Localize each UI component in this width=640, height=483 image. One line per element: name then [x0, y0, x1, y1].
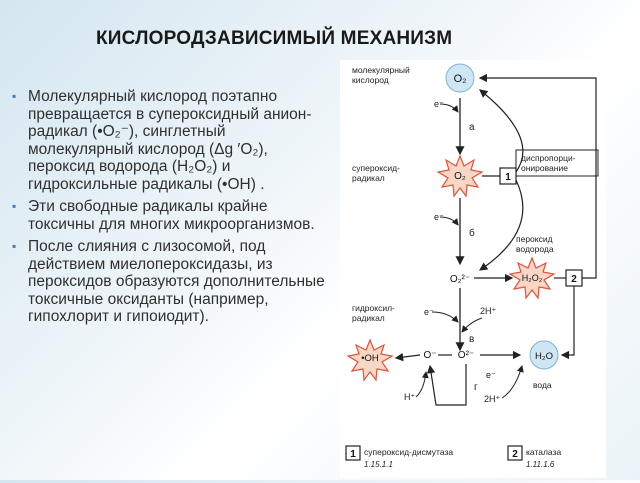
arrow-dismutation-down	[479, 179, 524, 271]
label-hydroxyl-radical: радикал	[352, 313, 385, 323]
electron-label: e⁻	[434, 212, 444, 222]
label-hydrogen-peroxide: водорода	[516, 244, 554, 254]
label-superoxide-radical: радикал	[352, 173, 385, 183]
enzyme-box-1-label: 1	[505, 172, 511, 183]
o-minus2-species: O²⁻	[458, 350, 474, 361]
superoxide-star-icon	[436, 154, 484, 198]
bullet-icon: ▪	[12, 239, 17, 253]
water-label: вода	[533, 380, 552, 390]
dismutation-label: диспропорци-	[521, 153, 576, 163]
paragraph-3: ▪ После слияния с лизосомой, под действи…	[12, 238, 330, 326]
step-a-label: а	[469, 122, 475, 133]
electron-label: e⁻	[434, 99, 444, 109]
legend-box-1-num: 1	[350, 449, 356, 460]
step-v-label: в	[469, 334, 474, 345]
h2o-circle	[529, 340, 559, 370]
proton-arrow	[461, 317, 483, 333]
dismutation-box	[515, 149, 599, 177]
o2-circle	[445, 63, 475, 93]
arrow-to-oh	[394, 352, 421, 362]
o2-minus2-species: O₂²⁻	[450, 274, 470, 285]
arrow-step-g	[426, 364, 467, 406]
arrow-catalase-to-o2	[478, 73, 597, 279]
electron-label: e⁻	[424, 307, 434, 317]
label-hydrogen-peroxide: пероксид	[516, 234, 553, 244]
legend-box-2	[507, 445, 523, 461]
label-superoxide-radical: супероксид-	[352, 163, 400, 173]
electron-arrow	[439, 103, 459, 113]
o2-star-species: O₂	[454, 171, 466, 182]
h2o2-star-icon	[508, 256, 556, 300]
legend-sod-name: супероксид-дисмутаза	[364, 447, 453, 457]
h2o2-species: H₂O₂	[522, 273, 543, 283]
paragraph-text: Молекулярный кислород поэтапно превращае…	[28, 88, 312, 193]
proton-arrow	[501, 365, 524, 399]
enzyme-box-1	[499, 167, 517, 185]
h2o-species: H₂O	[535, 351, 553, 362]
bullet-icon: ▪	[12, 89, 17, 103]
paragraph-text: После слияния с лизосомой, под действием…	[28, 238, 325, 325]
arrow-dismutation-up	[479, 89, 524, 173]
electron-arrow	[431, 311, 459, 323]
proton-arrow	[415, 371, 429, 398]
oxygen-pathway-diagram: молекулярный кислород супероксид- радика…	[340, 60, 606, 478]
step-b-label: б	[469, 227, 475, 239]
enzyme-box-2-label: 2	[571, 274, 577, 285]
legend-box-2-num: 2	[512, 449, 518, 460]
oh-species: •OH	[361, 353, 379, 364]
label-molecular-oxygen: кислород	[352, 75, 389, 85]
bullet-icon: ▪	[12, 199, 17, 213]
two-h-plus-label: 2H⁺	[480, 306, 497, 316]
paragraph-1: ▪ Молекулярный кислород поэтапно превращ…	[12, 88, 330, 193]
legend-box-1	[345, 445, 361, 461]
o-minus-species: O⁻	[423, 350, 436, 361]
label-hydroxyl-radical: гидроксил-	[352, 303, 395, 313]
oh-radical-star-icon	[346, 338, 394, 382]
legend-catalase-name: каталаза	[526, 447, 561, 457]
paragraph-text: Эти свободные радикалы крайне токсичны д…	[28, 198, 315, 233]
legend-sod-ec: 1.15.1.1	[364, 460, 393, 469]
h-plus-label: H⁺	[404, 392, 415, 402]
paragraph-2: ▪ Эти свободные радикалы крайне токсичны…	[12, 198, 330, 233]
o2-species: O₂	[454, 73, 467, 85]
electron-arrow	[439, 216, 459, 226]
electron-label: e⁻	[486, 370, 496, 380]
slide-title: КИСЛОРОДЗАВИСИМЫЙ МЕХАНИЗМ	[96, 28, 453, 49]
legend-catalase-ec: 1.11.1.6	[526, 460, 555, 469]
step-g-label: г	[474, 382, 478, 393]
dismutation-label: онирование	[521, 163, 568, 173]
two-h-plus-label: 2H⁺	[484, 394, 501, 404]
label-molecular-oxygen: молекулярный	[352, 65, 410, 75]
text-column: ▪ Молекулярный кислород поэтапно превращ…	[12, 88, 330, 331]
arrow-catalase-to-water	[560, 286, 575, 360]
